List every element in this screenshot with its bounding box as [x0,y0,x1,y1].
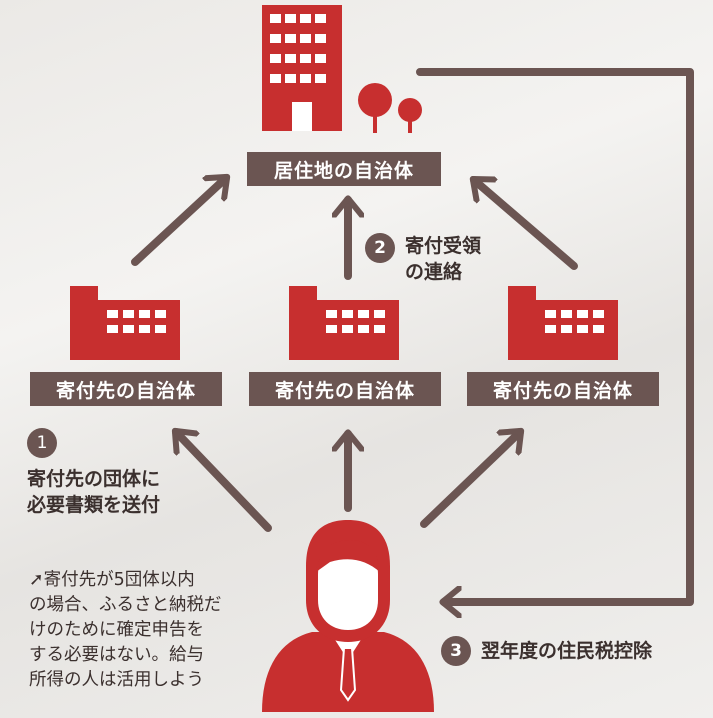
step-number-badge: 2 [365,233,395,263]
note-line: ➚寄付先が5団体以内 [29,570,195,590]
step-2-text-line1: 寄付受領 [405,235,482,257]
note-text-block: ➚寄付先が5団体以内 の場合、ふるさと納税だ けのために確定申告を する必要はな… [29,568,222,693]
note-line: けのために確定申告を [29,620,204,640]
arrow-residence-to-person [416,68,694,602]
arrow-person-to-right [420,432,520,528]
donee-building-icon-left [70,286,180,360]
donee-building-icon-right [508,286,618,360]
residence-building-icon [262,5,342,131]
step-2-text-line2: の連絡 [405,261,463,283]
step-1-text-line1: 寄付先の団体に [27,468,161,490]
arrow-up-right-icon: ➚ [29,570,44,590]
step-3-text: 翌年度の住民税控除 [481,640,653,662]
donee-municipality-label-left: 寄付先の自治体 [30,372,222,406]
note-line: する必要はない。給与 [29,645,204,665]
person-icon [262,520,434,712]
step-number-badge: 3 [441,636,471,666]
donee-building-icon-center [289,286,399,360]
step-1-text-line2: 必要書類を送付 [27,494,161,516]
note-line: 所得の人は活用しよう [29,670,204,690]
step-1-annotation: 1 寄付先の団体に 必要書類を送付 [27,428,160,518]
donee-municipality-label-center: 寄付先の自治体 [249,372,441,406]
note-line: の場合、ふるさと納税だ [29,595,222,615]
step-3-annotation: 3 翌年度の住民税控除 [441,636,652,666]
arrow-left-to-residence [131,178,226,266]
tree-icon [358,83,422,133]
residence-municipality-label: 居住地の自治体 [247,152,441,186]
step-2-annotation: 2 寄付受領 の連絡 [365,233,481,285]
donee-municipality-label-right: 寄付先の自治体 [467,372,659,406]
step-number-badge: 1 [27,428,57,458]
arrow-right-to-residence [474,180,578,270]
arrow-person-to-left [176,432,272,532]
